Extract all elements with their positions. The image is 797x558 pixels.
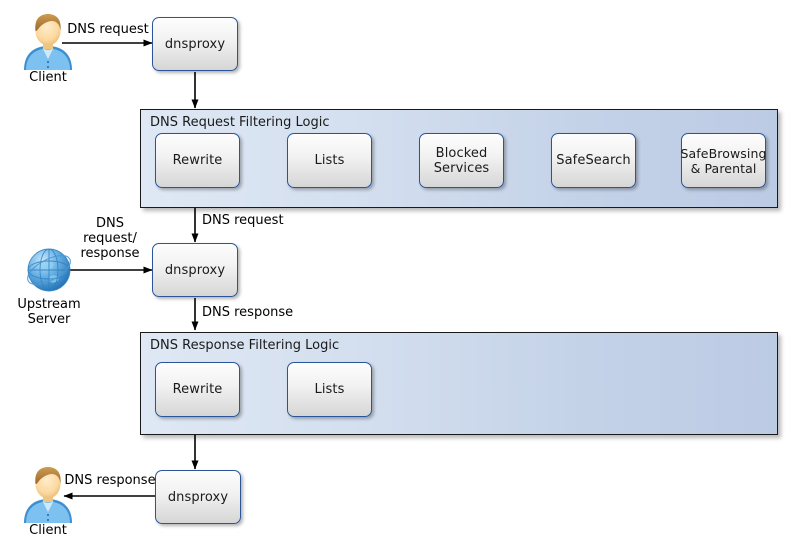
actor-upstream-server (22, 243, 76, 297)
user-icon (24, 467, 72, 523)
node-dnsproxy-top: dnsproxy (152, 17, 238, 71)
actor-client-bottom (18, 465, 78, 523)
stage-lists-response: Lists (287, 362, 372, 417)
panel-dns-response-filtering-title: DNS Response Filtering Logic (150, 338, 340, 353)
stage-rewrite-request-label: Rewrite (172, 153, 223, 168)
stage-safesearch: SafeSearch (551, 133, 636, 188)
edge-label-request-panel-to-proxy: DNS request (202, 213, 284, 228)
stage-blocked-services-label: Blocked Services (433, 145, 490, 176)
actor-upstream-server-caption: Upstream Server (17, 297, 81, 327)
edge-label-proxy-to-client: DNS response (64, 473, 156, 488)
stage-blocked-services: Blocked Services (419, 133, 504, 188)
stage-rewrite-response-label: Rewrite (172, 382, 223, 397)
stage-safesearch-label: SafeSearch (556, 153, 631, 168)
actor-client-bottom-caption: Client (29, 523, 67, 538)
stage-safebrowsing-parental-label: SafeBrowsing & Parental (680, 145, 767, 176)
edge-label-proxy-to-response-panel: DNS response (202, 305, 294, 320)
node-dnsproxy-middle: dnsproxy (152, 243, 238, 297)
globe-icon (27, 248, 71, 292)
node-dnsproxy-bottom: dnsproxy (155, 470, 241, 524)
node-dnsproxy-bottom-label: dnsproxy (167, 489, 229, 505)
actor-client-top (18, 12, 78, 70)
edge-label-proxy-to-upstream: DNS request/ response (80, 216, 140, 261)
user-icon (24, 14, 72, 70)
stage-rewrite-response: Rewrite (155, 362, 240, 417)
panel-dns-response-filtering: DNS Response Filtering Logic (140, 332, 778, 435)
node-dnsproxy-middle-label: dnsproxy (164, 262, 226, 278)
node-dnsproxy-top-label: dnsproxy (164, 36, 226, 52)
stage-rewrite-request: Rewrite (155, 133, 240, 188)
stage-lists-request-label: Lists (314, 153, 345, 168)
actor-client-top-caption: Client (29, 70, 67, 85)
stage-lists-response-label: Lists (314, 382, 345, 397)
panel-dns-request-filtering-title: DNS Request Filtering Logic (150, 115, 330, 130)
edge-label-client-to-proxy: DNS request (67, 22, 149, 37)
stage-safebrowsing-parental: SafeBrowsing & Parental (680, 133, 767, 188)
stage-lists-request: Lists (287, 133, 372, 188)
